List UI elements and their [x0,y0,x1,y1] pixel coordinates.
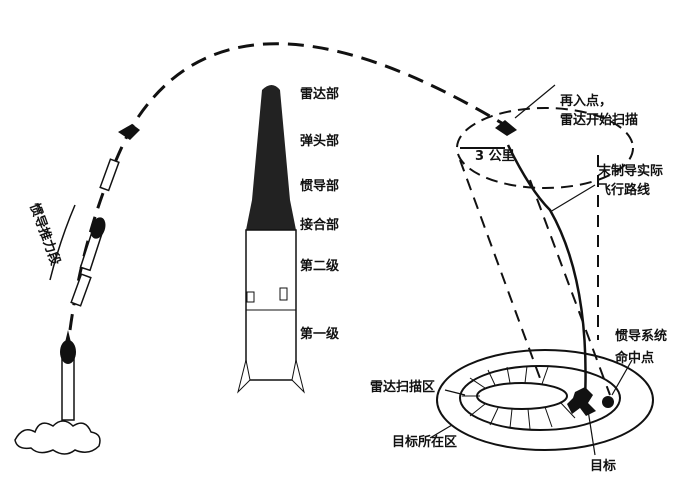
target-zone-ellipse [436,349,654,451]
inertial-section-label: 惯导部 [300,178,339,194]
missile-anatomy [237,85,305,394]
launch-smoke-icon [14,420,101,455]
joint-section-label: 接合部 [300,217,339,233]
first-stage-label: 第一级 [300,326,340,342]
warhead-section-label: 弹头部 [300,133,339,149]
inner-zone-ellipse [476,382,568,410]
terminal-path-label-line1: 末制导实际 [597,163,663,179]
inertial-hit-label-line2: 命中点 [614,350,654,366]
second-stage-rocket-icon [79,217,106,272]
target-zone-label: 目标所在区 [392,434,457,450]
terminal-path-label-line2: 飞行路线 [598,182,650,198]
boost-phase-label: 惯导推力段 [26,201,63,268]
launch-rocket-icon [60,330,76,421]
warhead-separation-icon [99,124,140,192]
distance-label: 3 公里 [475,149,515,164]
reentry-label-line1: 再入点， [560,93,612,109]
radar-section-label: 雷达部 [300,86,339,102]
radar-scan-zone-ellipse [459,365,621,431]
target-label: 目标 [590,458,616,474]
target-icon [567,387,596,416]
reentry-warhead-icon [495,120,517,136]
scan-rays [462,365,576,430]
inertial-hit-label-line1: 惯导系统 [615,328,667,344]
reentry-scan-ellipse [456,107,634,189]
reentry-label-line2: 雷达开始扫描 [560,112,638,128]
first-stage-separated-icon [70,273,92,307]
inertial-hit-point-icon [602,396,614,408]
second-stage-label: 第二级 [300,258,340,274]
radar-scan-zone-label: 雷达扫描区 [370,379,435,395]
terminal-flight-path [506,144,587,401]
boost-phase-bracket [49,204,76,281]
